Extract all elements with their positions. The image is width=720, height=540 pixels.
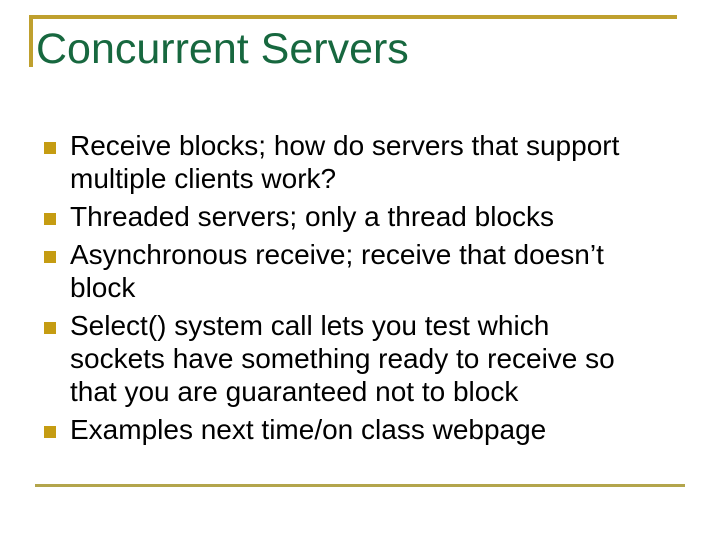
square-bullet-icon — [44, 322, 56, 334]
bottom-rule-line — [35, 484, 685, 487]
bullet-text: Asynchronous receive; receive that doesn… — [70, 239, 604, 303]
square-bullet-icon — [44, 142, 56, 154]
bullet-item: Examples next time/on class webpage — [44, 413, 660, 446]
bullet-item: Asynchronous receive; receive that doesn… — [44, 238, 660, 304]
bullet-item: Threaded servers; only a thread blocks — [44, 200, 660, 233]
bullet-text: Threaded servers; only a thread blocks — [70, 201, 555, 232]
bullet-item: Select() system call lets you test which… — [44, 309, 660, 408]
square-bullet-icon — [44, 426, 56, 438]
top-rule-line — [29, 15, 677, 19]
bullet-item: Receive blocks; how do servers that supp… — [44, 129, 660, 195]
slide-title: Concurrent Servers — [36, 25, 409, 73]
square-bullet-icon — [44, 213, 56, 225]
bullet-text: Examples next time/on class webpage — [70, 414, 547, 445]
left-rule-line — [29, 15, 33, 67]
bullet-text: Receive blocks; how do servers that supp… — [70, 130, 620, 194]
bullet-list: Receive blocks; how do servers that supp… — [44, 129, 660, 446]
square-bullet-icon — [44, 251, 56, 263]
bullet-text: Select() system call lets you test which… — [70, 310, 615, 407]
